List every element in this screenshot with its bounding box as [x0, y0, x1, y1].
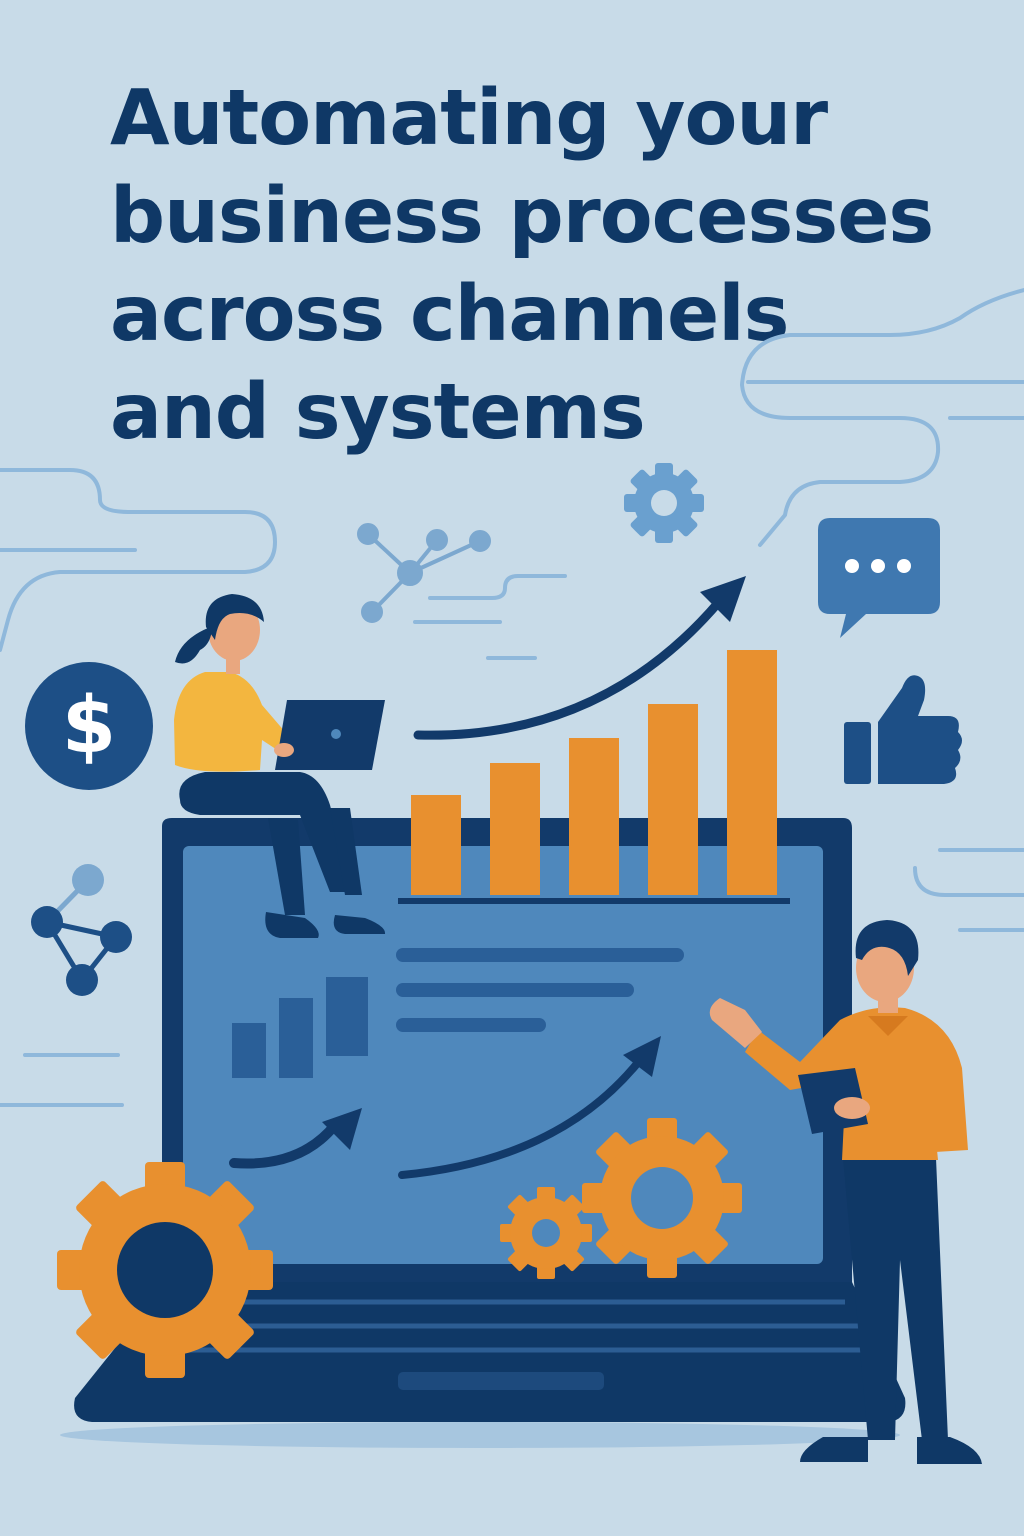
- network-nodes-icon: [357, 523, 491, 623]
- bar-4: [648, 704, 698, 895]
- text-line: [396, 1018, 546, 1032]
- medium-gear-icon: [582, 1118, 742, 1278]
- trend-arrow-icon: [229, 1120, 340, 1169]
- laptop-icon: [275, 700, 385, 770]
- text-line: [396, 983, 634, 997]
- bar-2: [490, 763, 540, 895]
- trend-arrow-icon: [413, 598, 723, 740]
- laptop-shadow: [60, 1422, 900, 1448]
- bar-1: [411, 795, 461, 895]
- title-line-2: business processes: [110, 172, 934, 261]
- decorative-lines: [0, 288, 1024, 1107]
- small-gear-icon: [500, 1187, 592, 1279]
- thumbs-up-icon: [844, 675, 962, 784]
- woman-with-laptop: [174, 594, 386, 938]
- dollar-icon: $: [25, 662, 153, 790]
- page-title: Automating your business processes acros…: [110, 70, 990, 462]
- svg-text:$: $: [62, 681, 116, 771]
- large-gear-icon: [57, 1162, 273, 1378]
- touchpad: [398, 1372, 604, 1390]
- trend-arrow-icon: [398, 1056, 644, 1179]
- bar-3: [569, 738, 619, 895]
- bar-chart: [411, 650, 777, 895]
- share-network-icon: [31, 864, 132, 996]
- gear-icon: [624, 463, 704, 543]
- chat-bubble-icon: [818, 518, 940, 638]
- title-line-1: Automating your: [110, 74, 828, 163]
- bar-5: [727, 650, 777, 895]
- text-line: [396, 948, 684, 962]
- man-with-tablet: [709, 920, 982, 1464]
- title-line-4: and systems: [110, 368, 646, 457]
- title-line-3: across channels: [110, 270, 789, 359]
- mini-bar-chart: [232, 977, 368, 1078]
